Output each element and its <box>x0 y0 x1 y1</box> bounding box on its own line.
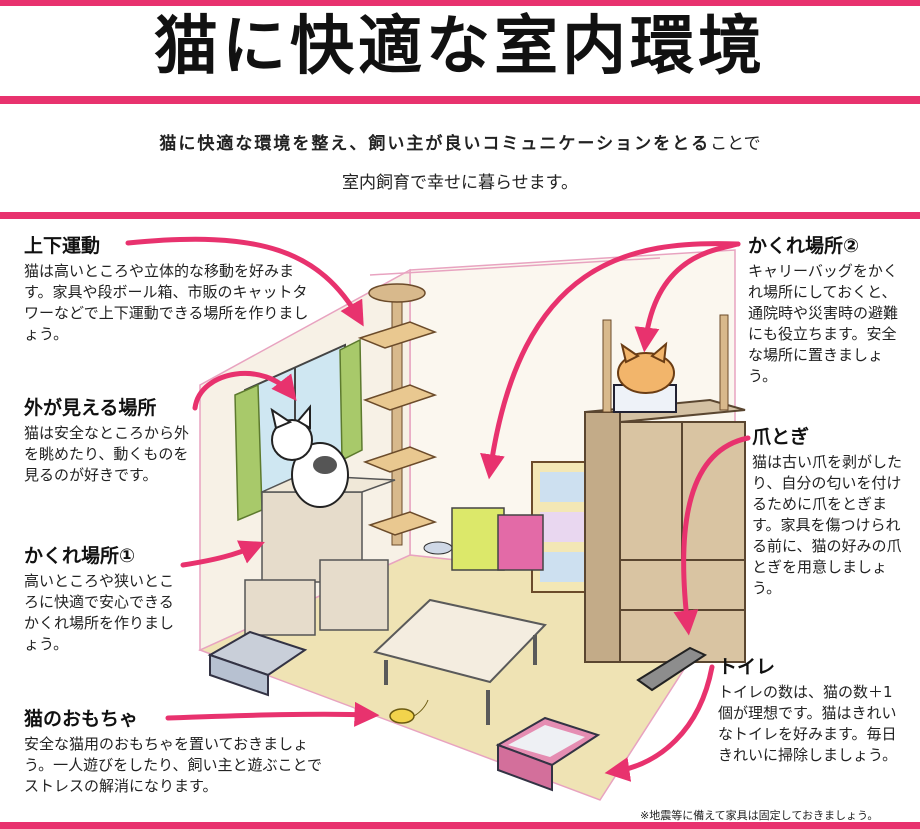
top-bar <box>0 0 920 6</box>
arrow-hide2-carrier <box>634 241 741 353</box>
section-toys-title: 猫のおもちゃ <box>24 708 139 730</box>
sleeping-cat-icon <box>617 341 675 394</box>
section-updown-title: 上下運動 <box>24 235 101 257</box>
section-updown-text: 猫は高いところや立体的な移動を好みます。家具や段ボール箱、市販のキャットタワーな… <box>24 262 309 343</box>
bottom-bar <box>0 822 920 829</box>
arrow-hide1 <box>180 540 265 568</box>
toy-mouse-icon <box>389 699 429 724</box>
section-hide1-text: 高いところや狭いところに快適で安心できるかくれ場所を作りましょう。 <box>24 572 175 653</box>
section-toilet-text: トイレの数は、猫の数＋1 個が理想です。猫はきれいなトイレを好みます。毎日きれい… <box>718 683 898 764</box>
section-toilet: トイレ トイレの数は、猫の数＋1 個が理想です。猫はきれいなトイレを好みます。毎… <box>718 654 908 766</box>
intro-divider <box>0 212 920 219</box>
section-hide1: かくれ場所① 高いところや狭いところに快適で安心できるかくれ場所を作りましょう。 <box>24 543 184 655</box>
arrow-toys <box>165 701 380 727</box>
cube-hideout-yellow <box>451 507 505 571</box>
section-hide1-title: かくれ場所① <box>24 545 136 567</box>
section-outside-title: 外が見える場所 <box>24 397 157 419</box>
arrow-claw <box>673 435 751 636</box>
curtain-left <box>234 383 263 522</box>
scratcher <box>636 646 708 692</box>
intro-bold: 猫に快適な環境を整え、飼い主が良いコミュニケーションをとる <box>159 134 711 154</box>
footnote: ※地震等に備えて家具は固定しておきましょう。 <box>640 809 879 822</box>
arrow-updown <box>125 236 364 327</box>
intro-line-1: 猫に快適な環境を整え、飼い主が良いコミュニケーションをとることで <box>0 132 920 156</box>
intro-line-2: 室内飼育で幸せに暮らせます。 <box>342 173 578 193</box>
arrow-toilet <box>604 664 715 782</box>
curtain-right <box>339 338 363 462</box>
section-hide2-text: キャリーバッグをかくれ場所にしておくと、通院時や災害時の避難にも役立ちます。安全… <box>748 262 899 385</box>
page-title: 猫に快適な室内環境 <box>154 10 766 84</box>
section-claw-title: 爪とぎ <box>752 426 810 448</box>
intro-rest: ことで <box>710 134 761 154</box>
arrow-outside <box>192 371 297 411</box>
section-claw: 爪とぎ 猫は古い爪を剥がしたり、自分の匂いを付けるために爪をとぎます。家具を傷つ… <box>752 424 904 599</box>
section-outside-text: 猫は安全なところから外を眺めたり、動くものを見るのが好きです。 <box>24 424 190 484</box>
cat-at-window-icon <box>270 404 349 508</box>
arrow-hide2-box <box>480 241 741 480</box>
section-toys: 猫のおもちゃ 安全な猫用のおもちゃを置いておきましょう。一人遊びをしたり、飼い主… <box>24 706 324 797</box>
section-hide2: かくれ場所② キャリーバッグをかくれ場所にしておくと、通院時や災害時の避難にも役… <box>748 233 903 387</box>
section-claw-text: 猫は古い爪を剥がしたり、自分の匂いを付けるために爪をとぎます。家具を傷つけられる… <box>752 453 903 597</box>
section-updown: 上下運動 猫は高いところや立体的な移動を好みます。家具や段ボール箱、市販のキャッ… <box>24 233 309 345</box>
section-hide2-title: かくれ場所② <box>748 235 860 257</box>
table <box>373 598 547 684</box>
title-underline <box>0 96 920 104</box>
section-outside: 外が見える場所 猫は安全なところから外を眺めたり、動くものを見るのが好きです。 <box>24 395 194 486</box>
section-toys-text: 安全な猫用のおもちゃを置いておきましょう。一人遊びをしたり、飼い主と遊ぶことでス… <box>24 735 323 795</box>
section-toilet-title: トイレ <box>718 656 776 678</box>
